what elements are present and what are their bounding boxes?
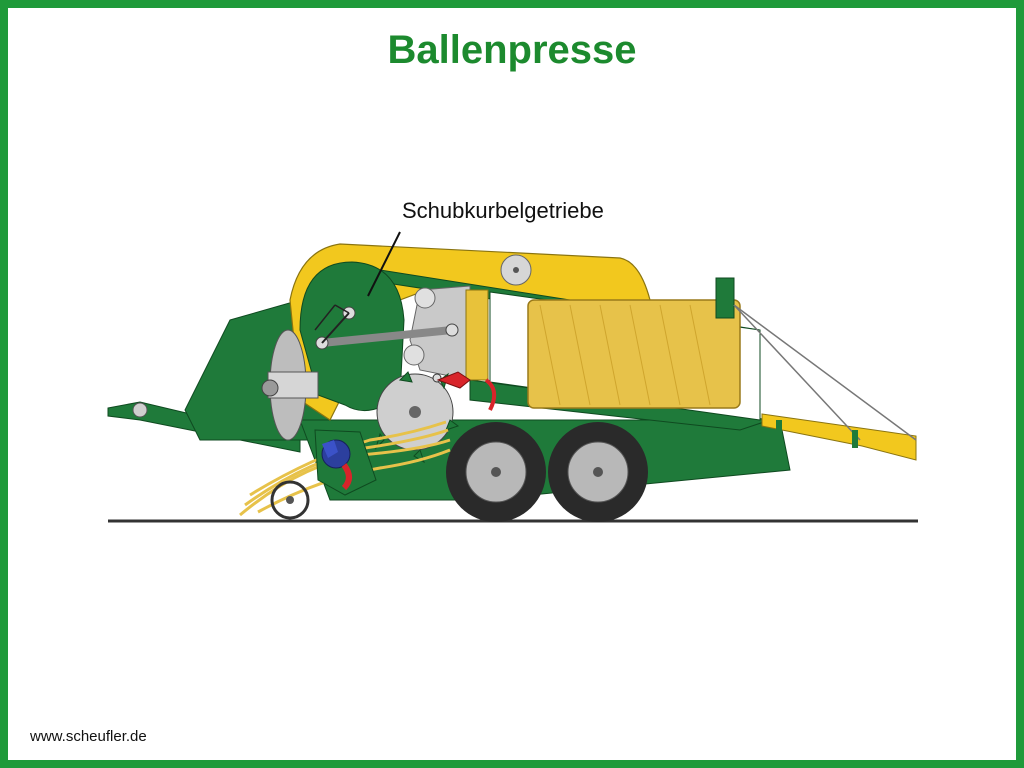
- feeder-rotor: [374, 371, 460, 464]
- gauge-wheel: [270, 480, 310, 520]
- callout-label-slider-crank: Schubkurbelgetriebe: [402, 198, 604, 223]
- hay-bale: [527, 299, 741, 409]
- tandem-wheel-front: [446, 422, 546, 522]
- knotter-post: [715, 277, 735, 319]
- tandem-wheel-rear: [548, 422, 648, 522]
- bale-chute: [733, 304, 917, 461]
- pickup: [314, 429, 377, 496]
- red-lever: [436, 371, 497, 411]
- footer-url: www.scheufler.de: [30, 728, 147, 745]
- connecting-rod: [314, 304, 459, 350]
- bale-chamber: [489, 291, 761, 421]
- idler-pulley: [500, 254, 532, 286]
- slide-title: Ballenpresse: [387, 28, 637, 72]
- callout-pointer: [367, 231, 401, 297]
- flywheel: [261, 329, 319, 441]
